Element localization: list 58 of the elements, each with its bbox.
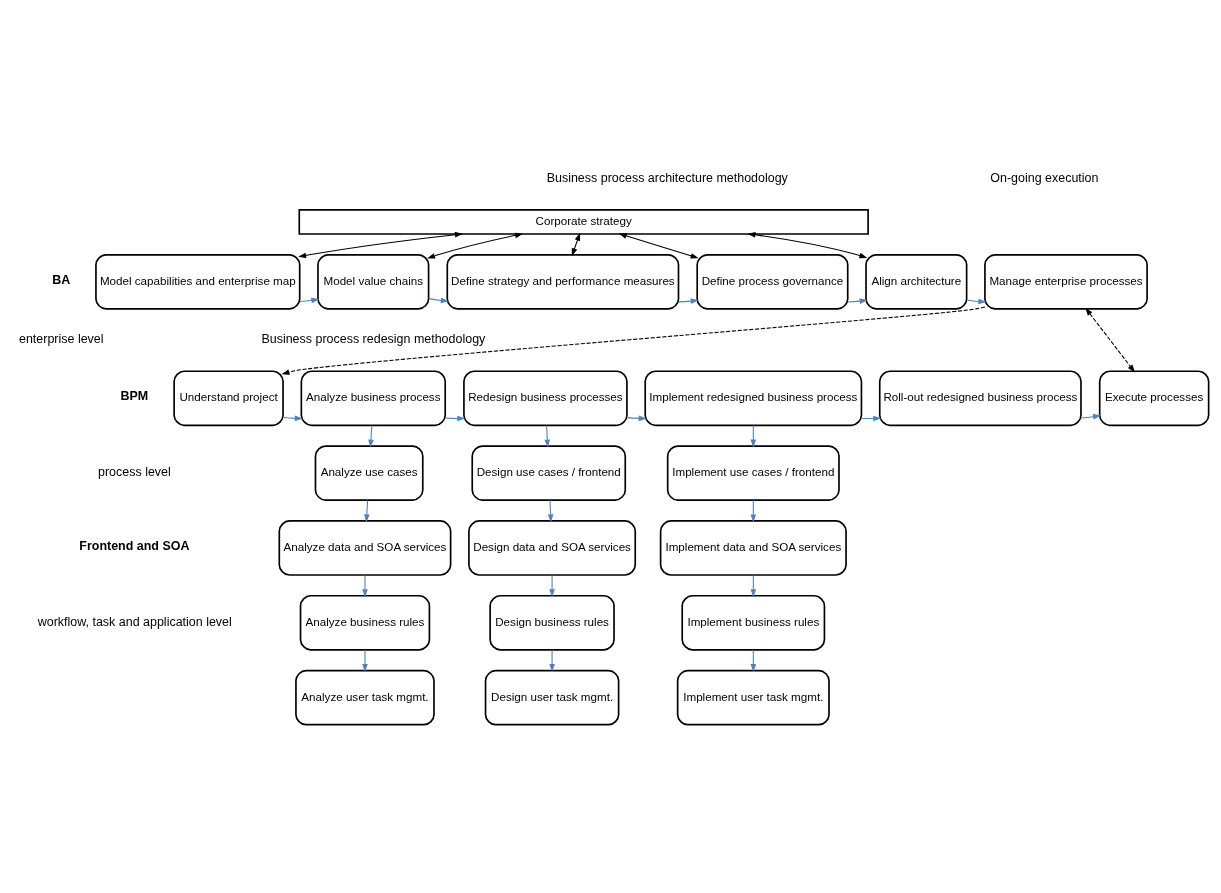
node-box: Model capabilities and enterprise map [95,254,301,310]
node-box: Execute processes [1098,370,1210,427]
arrow [428,297,449,304]
node-box: Analyze use cases [314,445,424,501]
arrow [362,649,368,673]
arrow [299,297,320,304]
arrow [547,499,554,523]
arrow [298,231,463,259]
arrow [1080,414,1102,420]
arrow [281,306,986,375]
node-box: Redesign business processes [463,370,628,427]
label: BA [52,272,71,287]
node-box: Implement user task mgmt. [676,669,830,726]
arrow [544,424,551,448]
arrow [571,232,581,257]
node-box: Design business rules [489,594,615,651]
label: Frontend and SOA [79,539,190,554]
label: workflow, task and application level [37,614,232,629]
node-box: Roll-out redesigned business process [878,370,1082,427]
node-box: Implement redesigned business process [644,370,863,427]
arrow [966,298,987,305]
arrow [626,415,647,422]
node-box: Design user task mgmt. [484,669,620,726]
node-box: Design data and SOA services [468,520,637,576]
label: BPM [120,389,149,404]
label: On-going execution [990,170,1099,185]
arrow [549,649,555,673]
arrow [427,232,524,259]
arrow [847,298,868,304]
arrow [364,499,370,523]
node-box: Design use cases / frontend [471,445,627,501]
node-box: Implement business rules [681,594,826,651]
node-box: Manage enterprise processes [984,254,1148,310]
node-box: Understand project [173,370,284,427]
node-box: Analyze data and SOA services [278,520,452,576]
arrow [444,415,466,422]
label: Business process redesign methodology [261,331,486,346]
node-box: Implement data and SOA services [659,520,847,576]
label: Business process architecture methodology [546,170,788,185]
node-box: Align architecture [865,254,968,310]
node-box: Analyze business process [300,370,447,427]
arrow [1085,307,1136,373]
node-box: Model value chains [317,254,430,310]
node-box: Define strategy and performance measures [446,254,680,310]
label: process level [98,465,171,480]
node-box: Analyze user task mgmt. [295,669,435,726]
arrow [678,298,699,304]
arrow [747,232,868,259]
node-box: Implement use cases / frontend [666,445,840,501]
arrow [282,415,303,422]
arrow [549,574,555,598]
node-box: Define process governance [696,254,849,310]
node-box: Corporate strategy [298,209,869,235]
node-box: Analyze business rules [299,594,431,651]
arrow [618,233,699,259]
arrow [368,424,374,448]
label: enterprise level [19,331,104,346]
arrow [362,574,368,598]
